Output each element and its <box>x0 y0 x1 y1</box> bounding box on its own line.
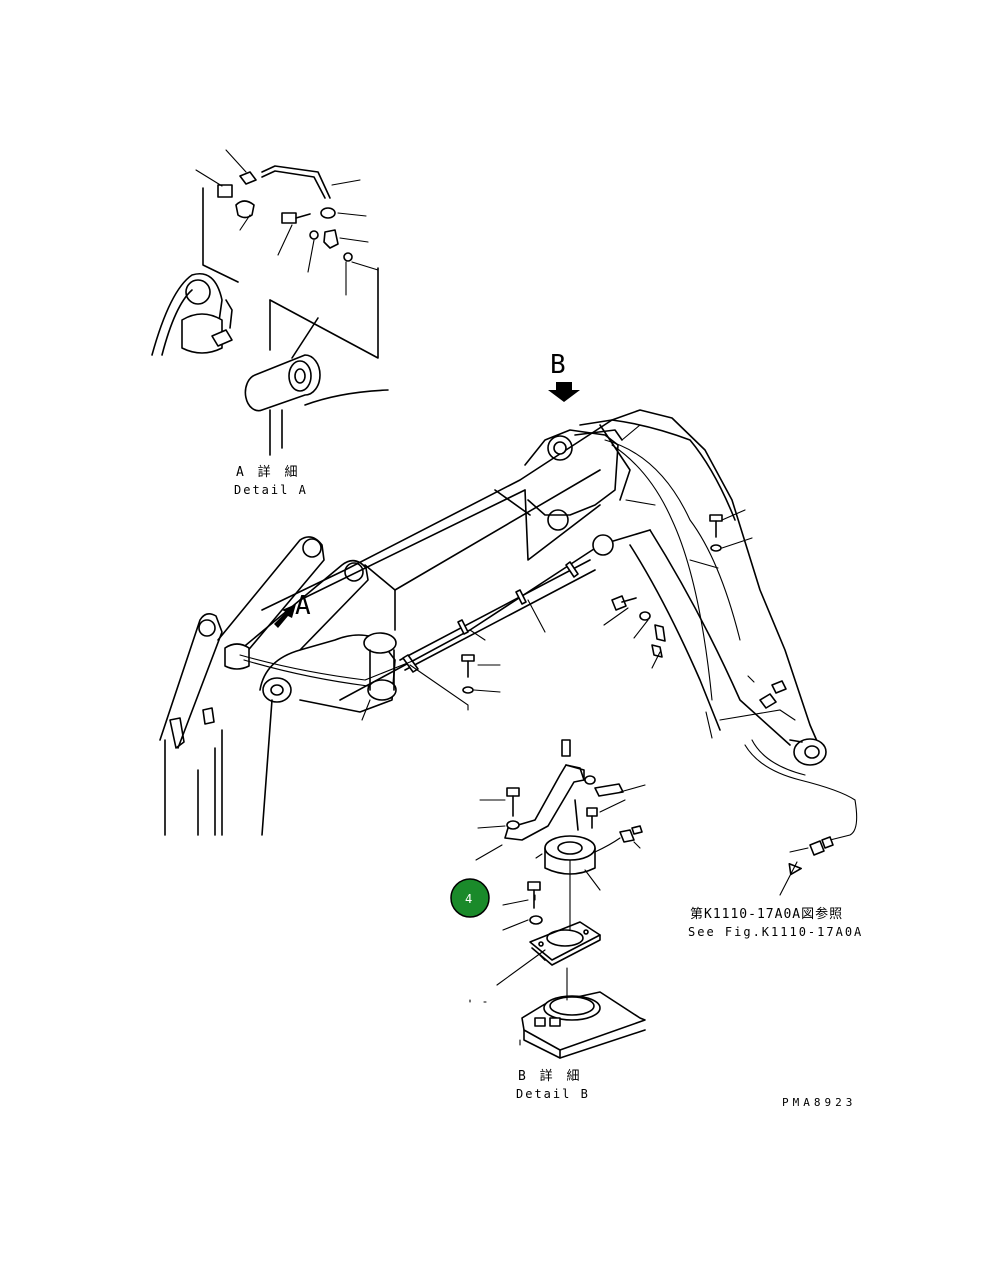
detail-b-caption-jp: B 詳 細 <box>518 1068 582 1084</box>
reference-text-jp: 第K1110-17A0A図参照 <box>690 906 843 922</box>
view-arrow-a <box>274 604 296 628</box>
view-arrow-b <box>548 382 580 402</box>
reference-text-en: See Fig.K1110-17A0A <box>688 925 863 939</box>
drawing-number: PMA8923 <box>782 1096 856 1109</box>
detail-a-caption-en: Detail A <box>234 483 308 497</box>
detail-b-caption-en: Detail B <box>516 1087 590 1101</box>
view-arrow-b-label: B <box>550 350 566 380</box>
callout-label: 4 <box>465 892 472 906</box>
view-arrow-a-label: A <box>295 591 311 621</box>
callout-circle[interactable] <box>450 878 490 918</box>
boom-drawing <box>159 409 858 841</box>
detail-a-caption-jp: A 詳 細 <box>236 464 300 480</box>
detail-a-drawing <box>151 149 389 456</box>
detail-b-drawing <box>469 739 834 1059</box>
